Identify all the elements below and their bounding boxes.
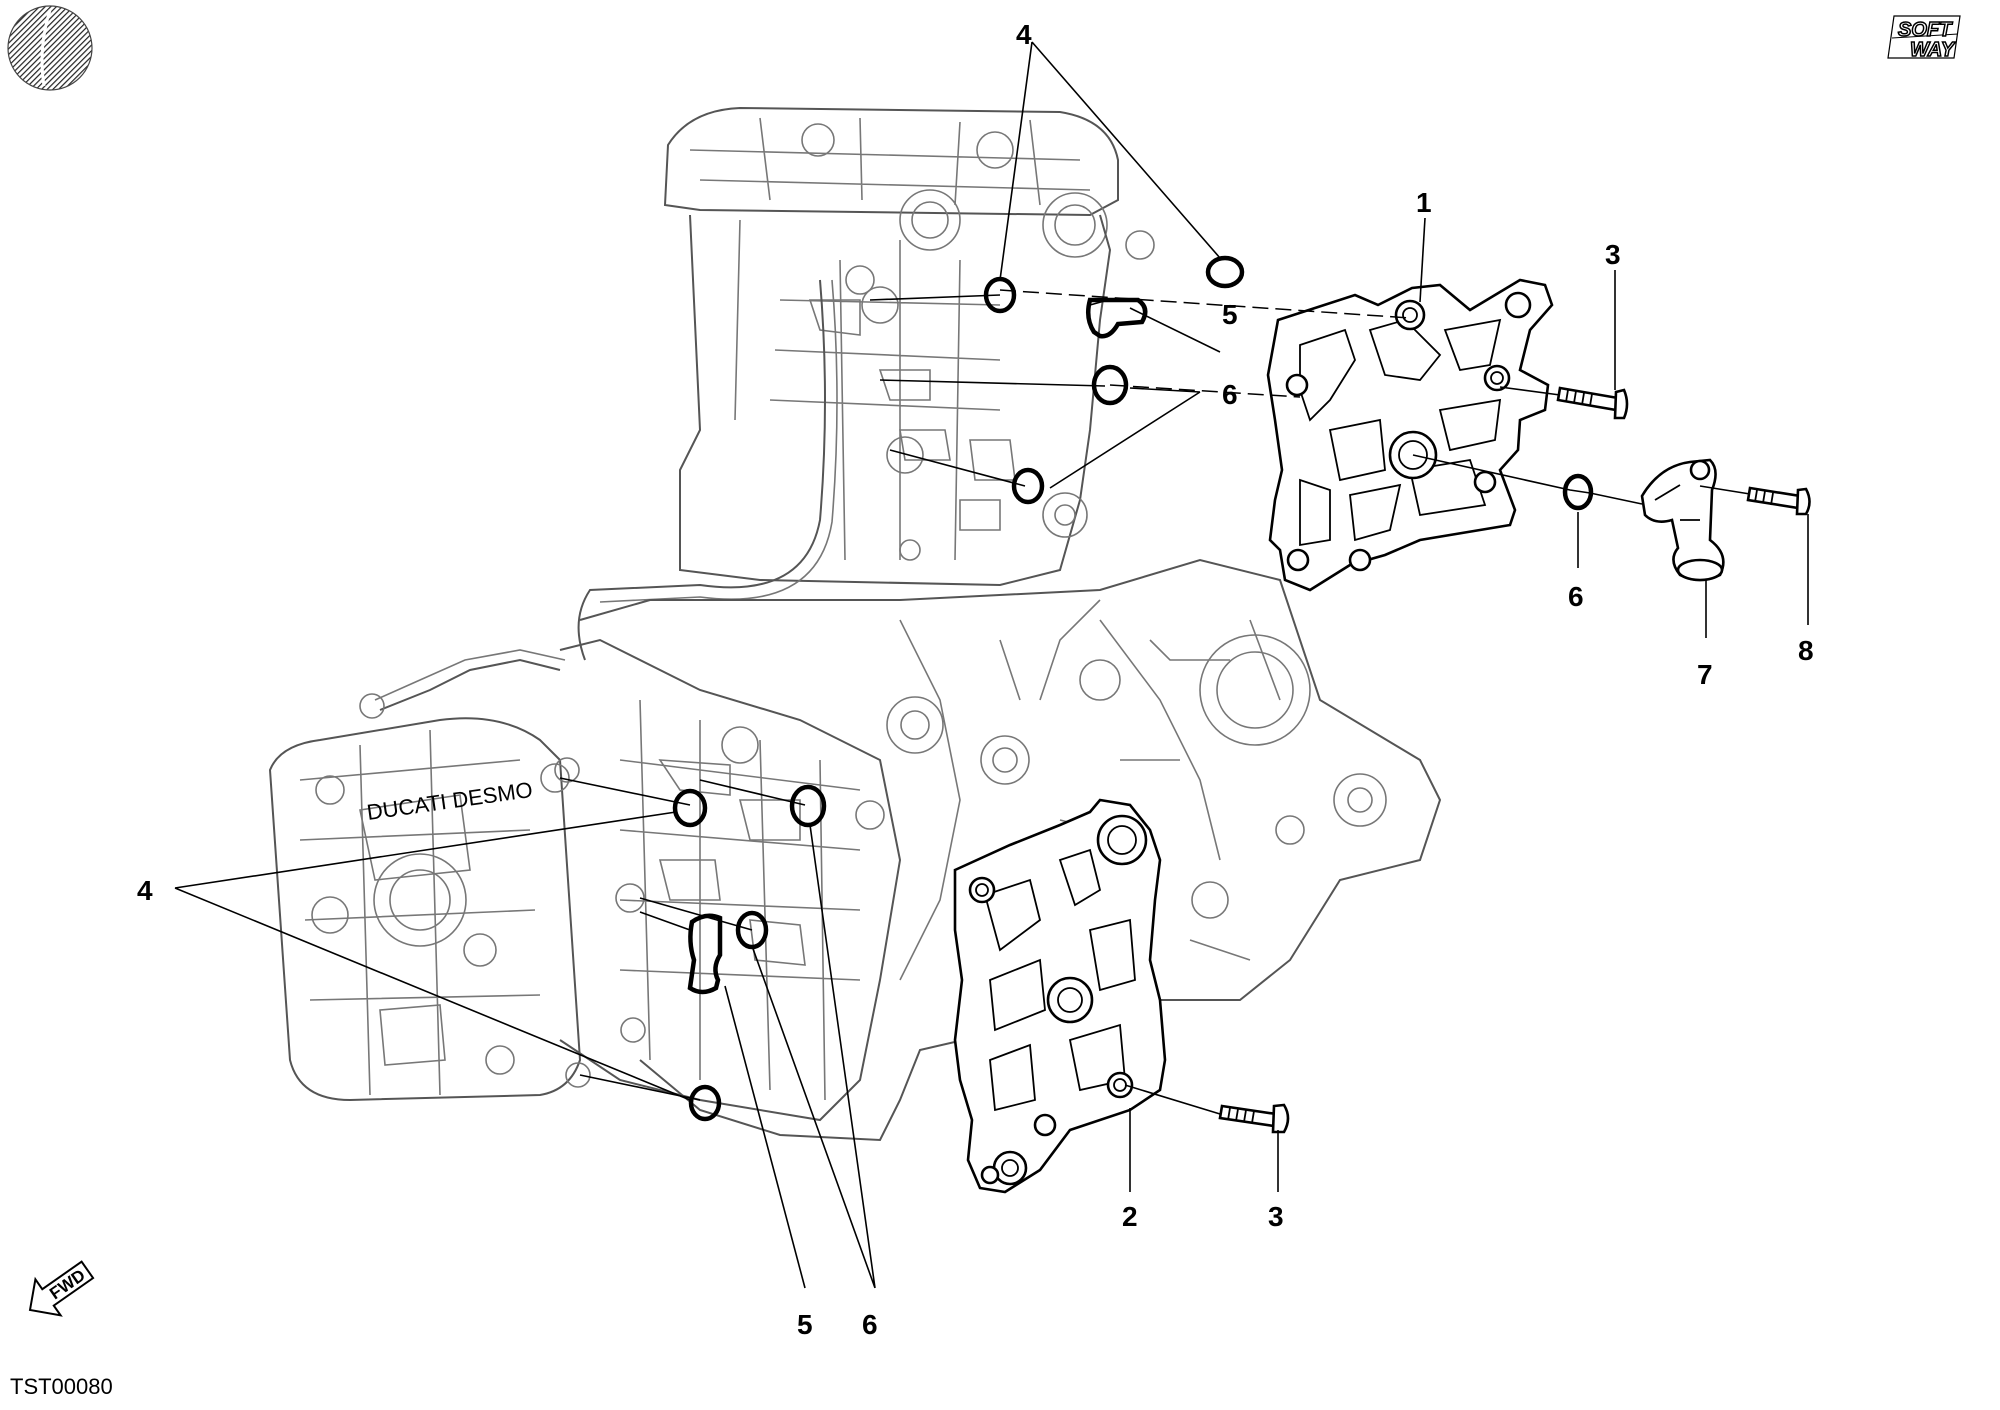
- callout-1: 1: [1416, 187, 1432, 218]
- softway-logo: SOFT WAY: [1887, 15, 1961, 62]
- o-ring: [789, 784, 827, 828]
- callout-7: 7: [1697, 659, 1713, 690]
- callout-4-upper: 4: [1016, 19, 1032, 50]
- callout-3-lower: 3: [1268, 1201, 1284, 1232]
- shaped-seal: [687, 913, 723, 995]
- engine-illustration: DUCATI DESMO: [268, 106, 1442, 1142]
- callout-5-upper: 5: [1222, 299, 1238, 330]
- callout-4-lower: 4: [137, 875, 153, 906]
- leader-lines: [174, 41, 1809, 1289]
- callout-2: 2: [1122, 1201, 1138, 1232]
- shaped-seal: [1085, 297, 1148, 339]
- water-fitting[interactable]: [1640, 458, 1725, 582]
- cover-plate-lower[interactable]: [953, 798, 1167, 1194]
- cover-plate-upper[interactable]: [1266, 278, 1554, 592]
- drawing-code: TST00080: [10, 1374, 113, 1399]
- o-ring: [1011, 467, 1045, 505]
- hatched-disc-icon: [7, 5, 93, 91]
- logo-line1: SOFT: [1898, 19, 1953, 41]
- bolt-lower[interactable]: [1218, 1103, 1290, 1134]
- o-ring: [672, 788, 708, 828]
- o-ring: [1562, 473, 1594, 511]
- callout-3-upper: 3: [1605, 239, 1621, 270]
- callout-6-upper: 6: [1222, 379, 1238, 410]
- bolt-upper[interactable]: [1556, 386, 1629, 420]
- bolt-fitting[interactable]: [1746, 486, 1811, 516]
- o-ring: [688, 1084, 722, 1122]
- callout-5-lower: 5: [797, 1309, 813, 1340]
- callout-6-mid: 6: [1568, 581, 1584, 612]
- engine-lettering: DUCATI DESMO: [365, 777, 534, 825]
- callout-labels: 4 1 3 5 6 6 7 8 4 2 3 5 6: [137, 19, 1814, 1340]
- callout-6-lower: 6: [862, 1309, 878, 1340]
- logo-line2: WAY: [1910, 39, 1956, 61]
- fwd-arrow-icon: FWD: [28, 1260, 95, 1317]
- o-ring: [1205, 255, 1245, 289]
- callout-8: 8: [1798, 635, 1814, 666]
